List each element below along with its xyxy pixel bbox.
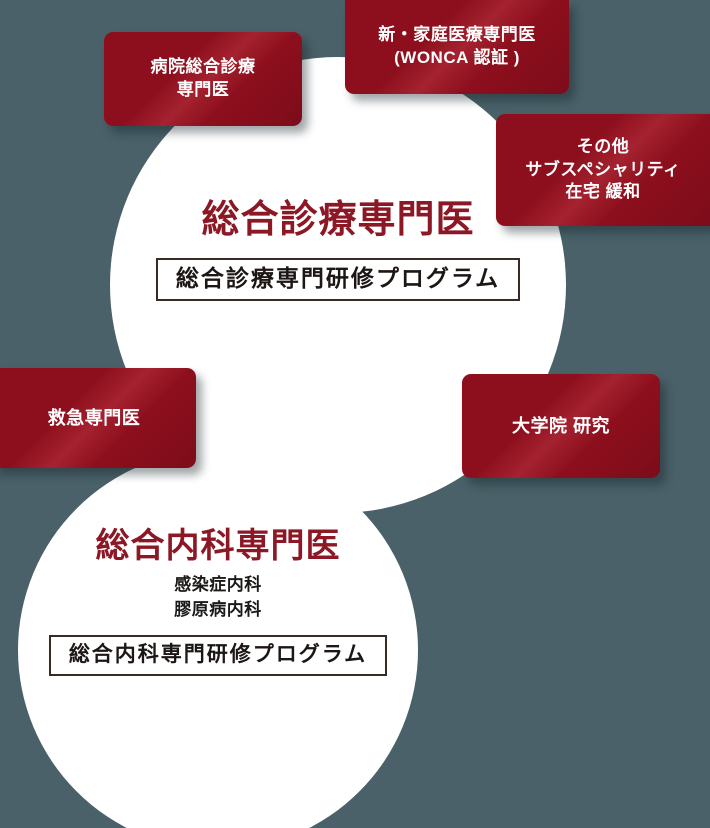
badge-line: その他 [576, 136, 630, 156]
badge-line: 救急専門医 [47, 407, 141, 428]
upper-circle-title: 総合診療専門医 [201, 199, 475, 241]
badge-line: 病院総合診療 [150, 57, 256, 77]
badge-graduate-school-research[interactable]: 大学院 研究 [462, 374, 660, 478]
lower-circle-title: 総合内科専門医 [95, 528, 341, 565]
lower-circle-content: 総合内科専門医 感染症内科 膠原病内科 総合内科専門研修プログラム [18, 528, 418, 676]
badge-line: 大学院 研究 [511, 415, 610, 436]
lower-circle-subitem-list: 感染症内科 膠原病内科 [18, 573, 418, 622]
lower-program-box: 総合内科専門研修プログラム [48, 634, 388, 676]
badge-hospital-general-medicine[interactable]: 病院総合診療 専門医 [104, 32, 302, 126]
badge-line: 専門医 [176, 80, 230, 99]
badge-line: 新・家庭医療専門医 [378, 25, 536, 45]
upper-circle-content: 総合診療専門医 総合診療専門研修プログラム [110, 199, 566, 301]
badge-family-medicine-wonca[interactable]: 新・家庭医療専門医 (WONCA 認証 ) [345, 0, 569, 94]
upper-program-box: 総合診療専門研修プログラム [155, 257, 521, 301]
badge-other-subspecialty[interactable]: その他 サブスペシャリティ 在宅 緩和 [496, 114, 710, 226]
badge-line: (WONCA 認証 ) [394, 48, 520, 67]
lower-circle-shape [18, 450, 418, 828]
badge-line: サブスペシャリティ [525, 159, 681, 179]
badge-emergency-medicine[interactable]: 救急専門医 [0, 368, 196, 468]
lower-circle-subitem: 感染症内科 [174, 575, 262, 595]
lower-circle-subitem: 膠原病内科 [174, 600, 262, 620]
badge-line: 在宅 緩和 [565, 182, 641, 202]
